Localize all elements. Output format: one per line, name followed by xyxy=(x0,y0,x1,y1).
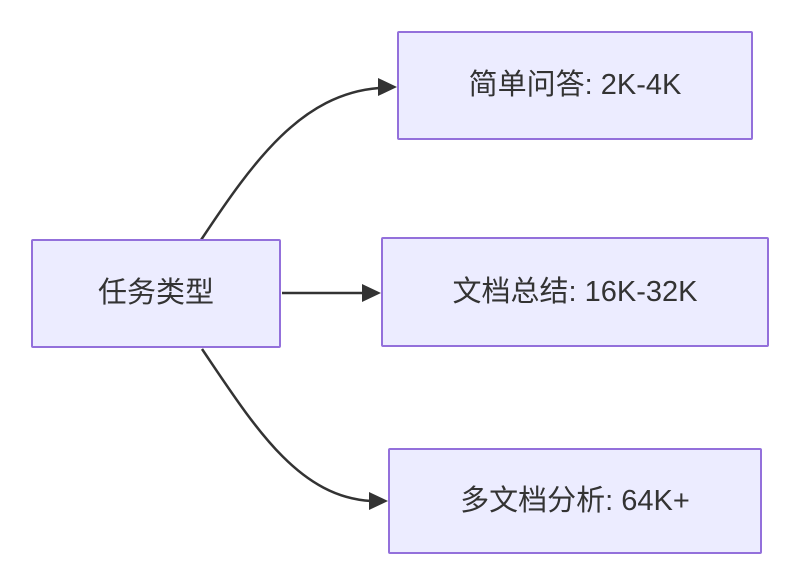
node-multi-doc-analysis: 多文档分析: 64K+ xyxy=(388,448,762,554)
node-doc-summary: 文档总结: 16K-32K xyxy=(381,237,769,347)
edge-root-branch2 xyxy=(282,284,381,302)
arrowhead-icon xyxy=(378,78,397,96)
node-label: 文档总结: 16K-32K xyxy=(452,275,698,308)
node-label: 多文档分析: 64K+ xyxy=(460,484,690,517)
edge-root-branch3 xyxy=(200,348,388,510)
node-task-type: 任务类型 xyxy=(31,239,281,348)
node-label: 任务类型 xyxy=(97,277,214,310)
arrowhead-icon xyxy=(362,284,381,302)
edge-line xyxy=(199,86,380,241)
edge-root-branch1 xyxy=(199,78,397,241)
edge-line xyxy=(200,348,372,503)
arrowhead-icon xyxy=(369,492,388,510)
node-simple-qa: 简单问答: 2K-4K xyxy=(397,31,753,140)
node-label: 简单问答: 2K-4K xyxy=(468,69,682,102)
